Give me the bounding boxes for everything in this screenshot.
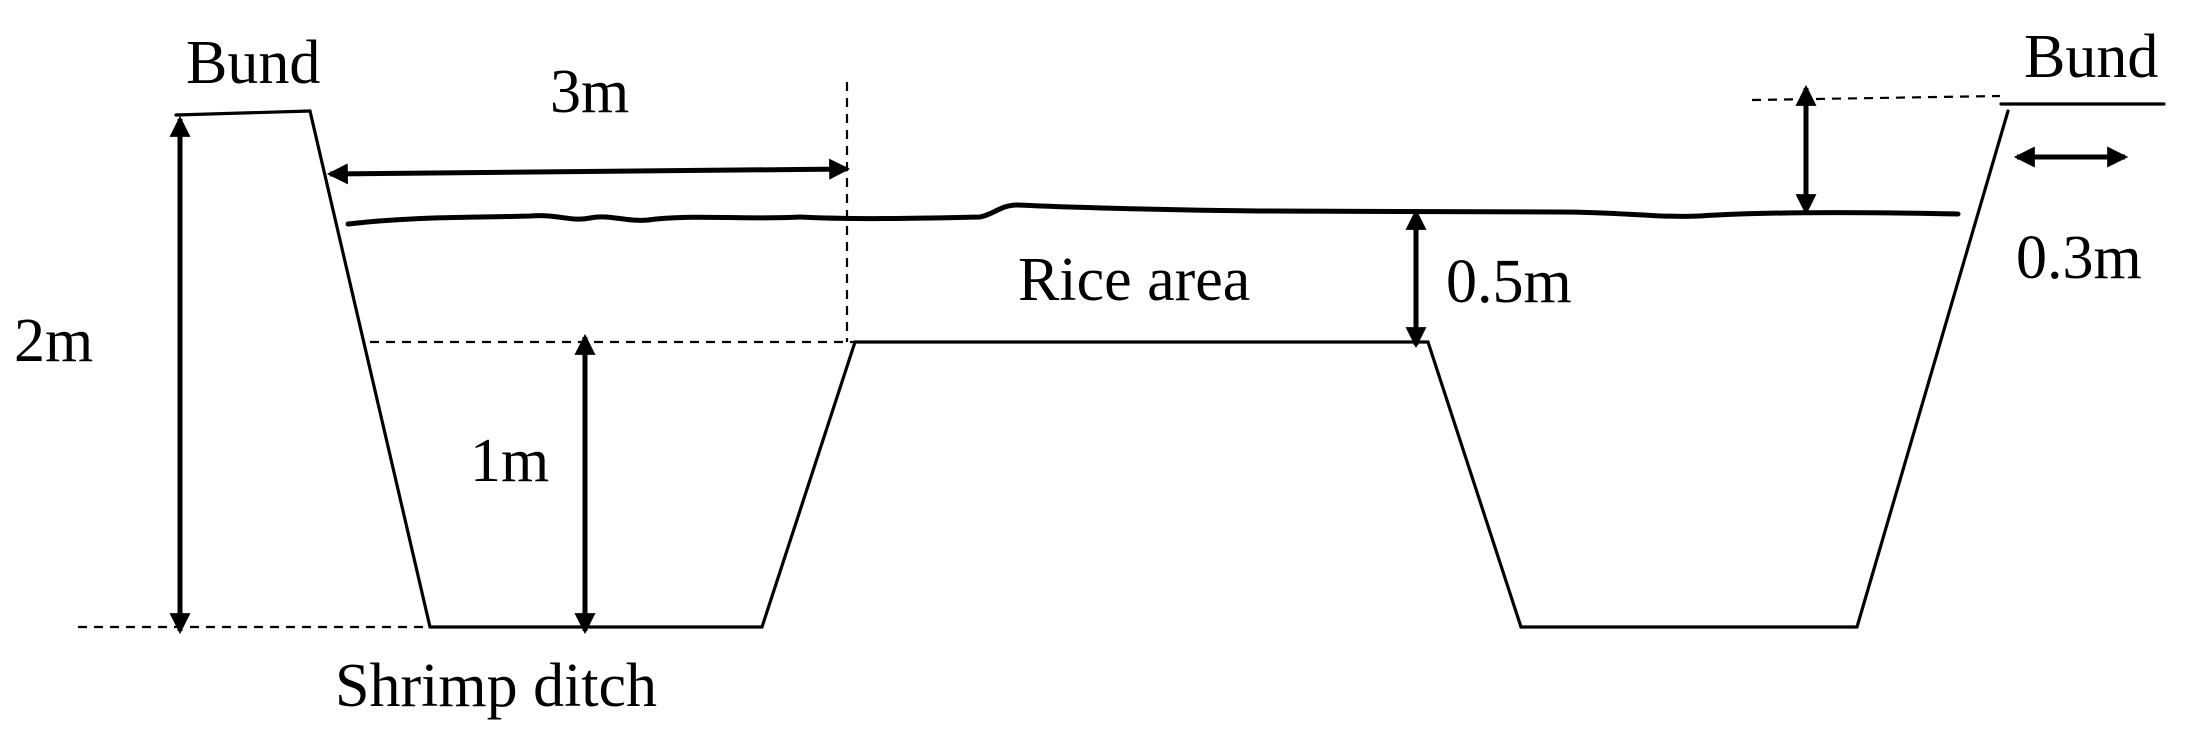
bund-right-label: Bund [2024, 23, 2158, 91]
dimension-arrows [169, 84, 2129, 635]
shrimp-ditch-label: Shrimp ditch [335, 652, 657, 720]
reference-lines [78, 82, 2001, 629]
height-2m-label: 2m [14, 307, 93, 375]
left-ditch-inner-wall [760, 340, 857, 629]
width-3m-label: 3m [550, 58, 629, 126]
bund-left-label: Bund [186, 29, 320, 97]
right-ditch-inner-wall [1426, 340, 1523, 629]
ditch-depth-1m-label: 1m [470, 427, 549, 495]
labels: Bund Bund 3m 2m 1m Rice area 0.5m 0.3m S… [14, 23, 2158, 720]
right-ditch-outer-wall [1855, 109, 2010, 629]
left-ditch-outer-wall [308, 109, 432, 629]
width-3m-arrow [326, 158, 851, 185]
field-profile [174, 102, 2166, 629]
bund-width-0-3m-label: 0.3m [2016, 224, 2142, 292]
water-depth-0-5m-label: 0.5m [1446, 248, 1572, 316]
bund-height-reference-line [1751, 94, 2001, 102]
left-bund-top [174, 109, 312, 117]
water-surface-line [345, 202, 1961, 227]
rice-area-label: Rice area [1018, 246, 1250, 314]
